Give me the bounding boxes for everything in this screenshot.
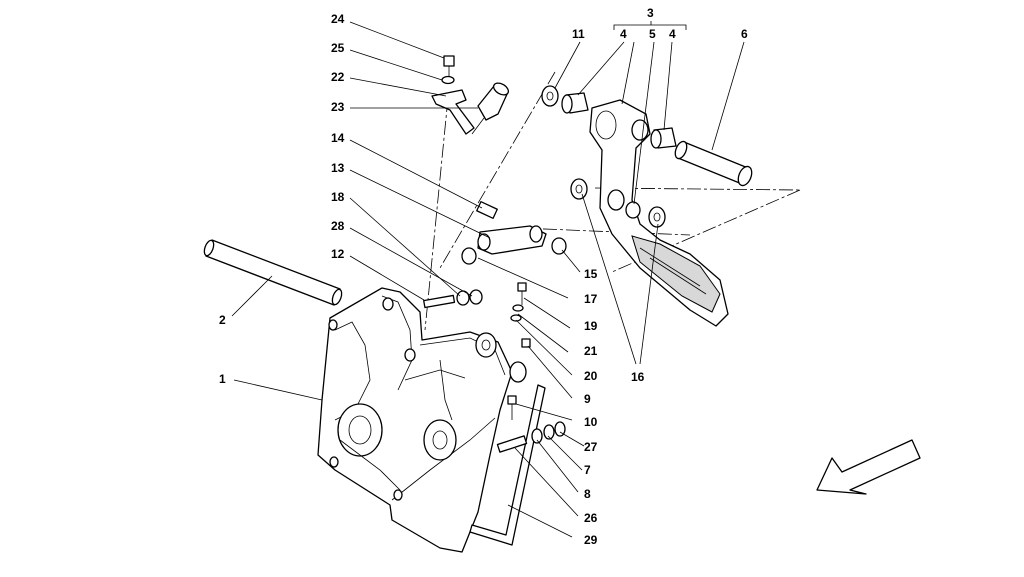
callout-28: 28 bbox=[331, 219, 345, 233]
pivot-shaft-part-6 bbox=[674, 140, 753, 187]
callout-7: 7 bbox=[584, 463, 591, 477]
callout-20: 20 bbox=[584, 369, 598, 383]
callout-4-left: 4 bbox=[620, 27, 627, 41]
callout-labels: 24 25 22 23 14 13 18 28 12 2 1 11 3 4 5 … bbox=[219, 6, 748, 547]
callout-8: 8 bbox=[584, 487, 591, 501]
callout-13: 13 bbox=[331, 161, 345, 175]
callout-4-right: 4 bbox=[669, 27, 676, 41]
bushings-group bbox=[541, 85, 677, 149]
arrow-icon bbox=[816, 439, 921, 495]
trim-strip-part-29 bbox=[469, 384, 546, 546]
link-clevis-group bbox=[461, 201, 567, 265]
callout-3: 3 bbox=[647, 6, 654, 20]
callout-15: 15 bbox=[584, 267, 598, 281]
callout-25: 25 bbox=[331, 41, 345, 55]
callout-5: 5 bbox=[649, 27, 656, 41]
stud-nuts-group bbox=[423, 289, 483, 309]
callout-24: 24 bbox=[331, 12, 345, 26]
callout-29: 29 bbox=[584, 533, 598, 547]
callout-1: 1 bbox=[219, 372, 226, 386]
adjuster-group bbox=[496, 421, 566, 453]
callout-14: 14 bbox=[331, 131, 345, 145]
callout-26: 26 bbox=[584, 511, 598, 525]
callout-2: 2 bbox=[219, 313, 226, 327]
callout-9: 9 bbox=[584, 392, 591, 406]
callout-6: 6 bbox=[741, 27, 748, 41]
callout-22: 22 bbox=[331, 70, 345, 84]
callout-12: 12 bbox=[331, 247, 345, 261]
callout-11: 11 bbox=[572, 27, 585, 41]
callout-16: 16 bbox=[631, 370, 645, 384]
callout-18: 18 bbox=[331, 190, 345, 204]
small-bolt-group bbox=[507, 282, 531, 420]
callout-23: 23 bbox=[331, 100, 345, 114]
callout-10: 10 bbox=[584, 415, 598, 429]
callout-19: 19 bbox=[584, 319, 598, 333]
rod-part-2 bbox=[203, 239, 343, 306]
brace-item-3 bbox=[613, 21, 687, 30]
callout-17: 17 bbox=[584, 292, 598, 306]
callout-27: 27 bbox=[584, 440, 598, 454]
callout-21: 21 bbox=[584, 344, 598, 358]
pedal-box-bracket-part-1 bbox=[317, 287, 527, 553]
sensor-bracket-group bbox=[431, 55, 510, 135]
pedal-washers-group bbox=[570, 178, 666, 228]
leader-lines bbox=[231, 21, 745, 538]
